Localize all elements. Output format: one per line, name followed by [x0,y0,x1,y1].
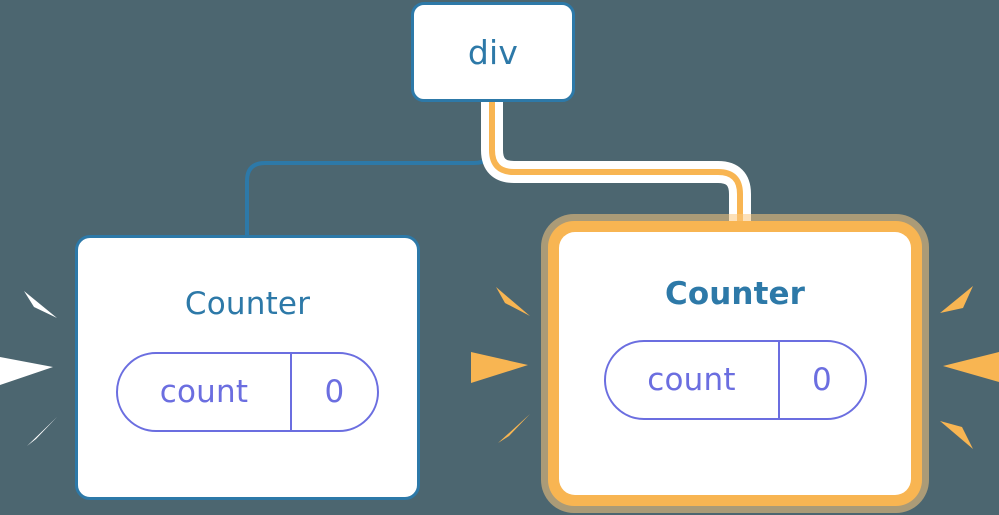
node-counter-right-label: Counter [664,276,806,312]
node-div[interactable]: div [411,2,575,102]
node-counter-right[interactable]: Counter count 0 [559,232,911,495]
state-value-left: 0 [290,354,377,430]
edge-div-to-counter-right-halo [481,100,751,230]
edge-div-to-counter-left [245,100,494,237]
state-pill-right[interactable]: count 0 [603,340,867,420]
node-div-label: div [467,32,519,72]
state-key-right: count [647,362,736,398]
state-pill-left[interactable]: count 0 [116,352,379,432]
node-counter-left-label: Counter [184,286,311,322]
state-value-right: 0 [777,342,865,418]
node-counter-right-highlight-ring: Counter count 0 [548,221,922,506]
edge-div-to-counter-right [489,100,743,230]
state-key-left: count [159,374,249,410]
node-counter-left[interactable]: Counter count 0 [75,235,420,500]
